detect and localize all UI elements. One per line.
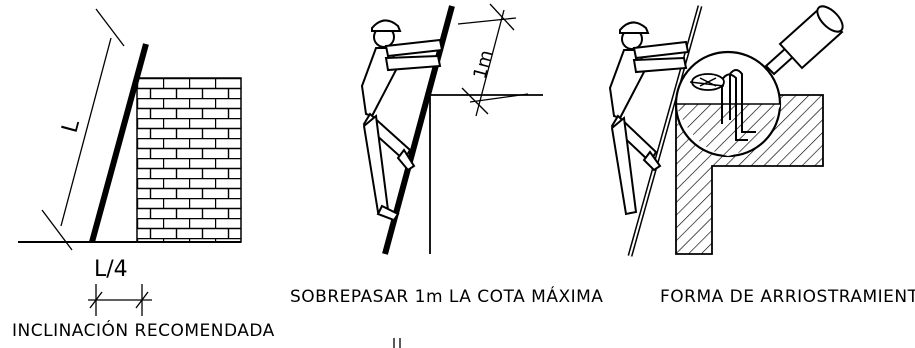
length-dimension — [41, 8, 125, 251]
base-dimension — [88, 284, 152, 316]
overshoot-caption: SOBREPASAR 1m LA COTA MÁXIMA — [290, 285, 603, 307]
ladder-inner — [629, 5, 701, 257]
magnifier-handle — [764, 5, 844, 76]
bracing-panel: FORMA DE ARRIOSTRAMIENTO — [608, 5, 915, 307]
height-dimension — [457, 3, 529, 117]
worker-figure — [608, 21, 690, 216]
base-label: L/4 — [94, 257, 128, 282]
bracing-caption: FORMA DE ARRIOSTRAMIENTO — [660, 287, 915, 307]
scale-mark — [393, 338, 401, 348]
length-label: L — [58, 117, 86, 136]
inclination-panel: L L/4 INCLINACIÓN RECOMENDADA — [12, 8, 275, 341]
inclination-caption: INCLINACIÓN RECOMENDADA — [12, 319, 275, 341]
magnifier-detail — [674, 50, 782, 158]
overshoot-panel: 1m SOBREPASAR 1m LA COTA MÁXIMA — [290, 3, 603, 307]
ladder — [89, 43, 149, 243]
worker-figure — [360, 19, 444, 222]
height-label: 1m — [470, 48, 498, 81]
brick-wall — [136, 77, 242, 243]
